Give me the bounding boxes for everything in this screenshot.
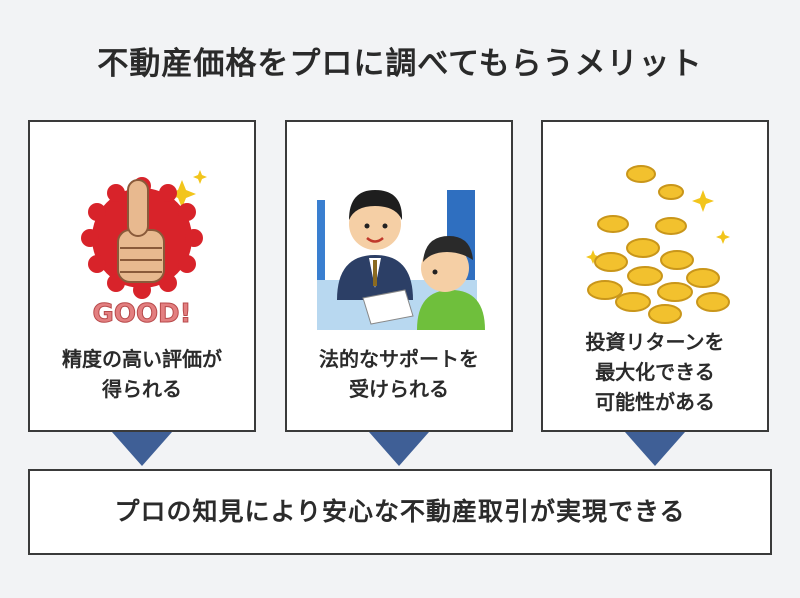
down-arrow-icon bbox=[369, 432, 429, 466]
merit-label-investment-return: 投資リターンを 最大化できる 可能性がある bbox=[549, 327, 761, 417]
merit-label-legal-support: 法的なサポートを 受けられる bbox=[293, 344, 505, 404]
label-line: 法的なサポートを bbox=[319, 347, 479, 371]
good-text: GOOD! bbox=[93, 299, 192, 329]
merit-label-accuracy: 精度の高い評価が 得られる bbox=[36, 344, 248, 404]
label-line: 受けられる bbox=[349, 377, 449, 401]
merit-card-investment-return: 投資リターンを 最大化できる 可能性がある bbox=[541, 120, 769, 432]
label-line: 可能性がある bbox=[595, 390, 715, 414]
conclusion-text: プロの知見により安心な不動産取引が実現できる bbox=[114, 497, 686, 526]
down-arrow-icon bbox=[112, 432, 172, 466]
label-line: 得られる bbox=[102, 377, 182, 401]
label-line: 精度の高い評価が bbox=[62, 347, 222, 371]
label-line: 最大化できる bbox=[595, 360, 715, 384]
page-title: 不動産価格をプロに調べてもらうメリット bbox=[97, 46, 703, 82]
merit-card-legal-support: 法的なサポートを 受けられる bbox=[285, 120, 513, 432]
good-thumbs-up-icon: GOOD! bbox=[81, 170, 207, 330]
label-line: 投資リターンを bbox=[585, 330, 725, 354]
down-arrow-icon bbox=[625, 432, 685, 466]
merit-card-accuracy: GOOD! 精度の高い評価が 得られる bbox=[28, 120, 256, 432]
gold-coins-icon bbox=[586, 165, 730, 324]
conclusion-box: プロの知見により安心な不動産取引が実現できる bbox=[28, 469, 772, 555]
consultation-icon bbox=[317, 170, 487, 330]
